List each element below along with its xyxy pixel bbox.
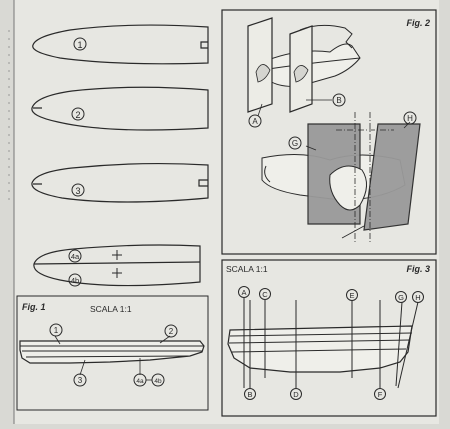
fig3-callout-e-circle — [346, 289, 358, 301]
fig2-callout-a-circle — [248, 114, 262, 128]
stack-callout-2-circle — [164, 324, 178, 338]
fig2-callout-a: A — [252, 117, 258, 126]
fig3-scale-label: SCALA 1:1 — [226, 264, 268, 274]
fig1-scale-label: SCALA 1:1 — [90, 304, 132, 314]
fig3-title: Fig. 3 — [406, 264, 430, 274]
stack-callout-1: 1 — [54, 326, 59, 335]
fig3-callout-g-circle — [395, 291, 407, 303]
fig3-callout-b: B — [247, 390, 252, 399]
stack-callout-4b: 4b — [154, 378, 162, 385]
template-2-outline — [31, 86, 209, 131]
template-1-callout-circle — [73, 37, 87, 51]
fig3-callout-a-circle — [238, 286, 250, 298]
fig2-upper-assembly — [247, 17, 361, 117]
fig3-station-lines — [243, 298, 419, 389]
fig2-callout-h-circle — [403, 111, 417, 125]
fig2-callout-b: B — [336, 96, 341, 105]
fig2-lower-assembly — [261, 112, 421, 244]
fig3-callout-h-circle — [412, 291, 424, 303]
stack-callout-4b-circle — [151, 373, 165, 387]
fig2-title: Fig. 2 — [406, 18, 430, 28]
template-4-outline — [33, 244, 201, 287]
template-4a-callout: 4a — [71, 252, 80, 261]
fig3-callout-g: G — [398, 293, 404, 302]
fig3-callout-b-circle — [244, 388, 256, 400]
template-4b-callout-circle — [68, 273, 82, 287]
template-4-split-line — [33, 261, 201, 265]
template-2-callout: 2 — [75, 110, 80, 120]
fig3-callout-a: A — [241, 288, 246, 297]
stack-callout-4a: 4a — [136, 378, 144, 385]
template-1-callout: 1 — [77, 40, 82, 50]
fig3-callout-d-circle — [290, 388, 302, 400]
fig3-callout-c: C — [262, 290, 268, 299]
template-1-outline — [32, 24, 209, 65]
stack-callout-1-circle — [49, 323, 63, 337]
fig1-frame — [16, 295, 209, 411]
template-3-callout-circle — [71, 183, 85, 197]
fig2-callout-g-circle — [288, 136, 302, 150]
fig2-callout-b-circle — [332, 93, 346, 107]
template-2-callout-circle — [71, 107, 85, 121]
fig1-stacked-keel — [19, 335, 205, 376]
fig3-keel-section — [227, 325, 413, 373]
fig3-callout-d: D — [293, 390, 299, 399]
fig3-callout-e: E — [349, 291, 354, 300]
fig3-callout-h: H — [415, 293, 420, 302]
template-3-outline — [31, 162, 209, 203]
template-4b-callout: 4b — [71, 276, 79, 285]
fig2-callout-h: H — [407, 114, 413, 123]
stack-callout-3: 3 — [78, 376, 83, 385]
template-4-cross-marks — [112, 250, 122, 278]
template-3-callout: 3 — [75, 186, 80, 196]
fig2-callout-g: G — [292, 139, 298, 148]
fig3-callout-f: F — [378, 390, 383, 399]
fig3-callout-c-circle — [259, 288, 271, 300]
stack-callout-3-circle — [73, 373, 87, 387]
fig3-frame — [221, 259, 437, 417]
template-4a-callout-circle — [68, 249, 82, 263]
stack-callout-2: 2 — [169, 327, 174, 336]
fig1-templates: 1 2 3 4a 4b — [31, 24, 209, 287]
fig3-callout-f-circle — [374, 388, 386, 400]
fig1-title: Fig. 1 — [22, 302, 46, 312]
fig2-frame — [221, 9, 437, 255]
